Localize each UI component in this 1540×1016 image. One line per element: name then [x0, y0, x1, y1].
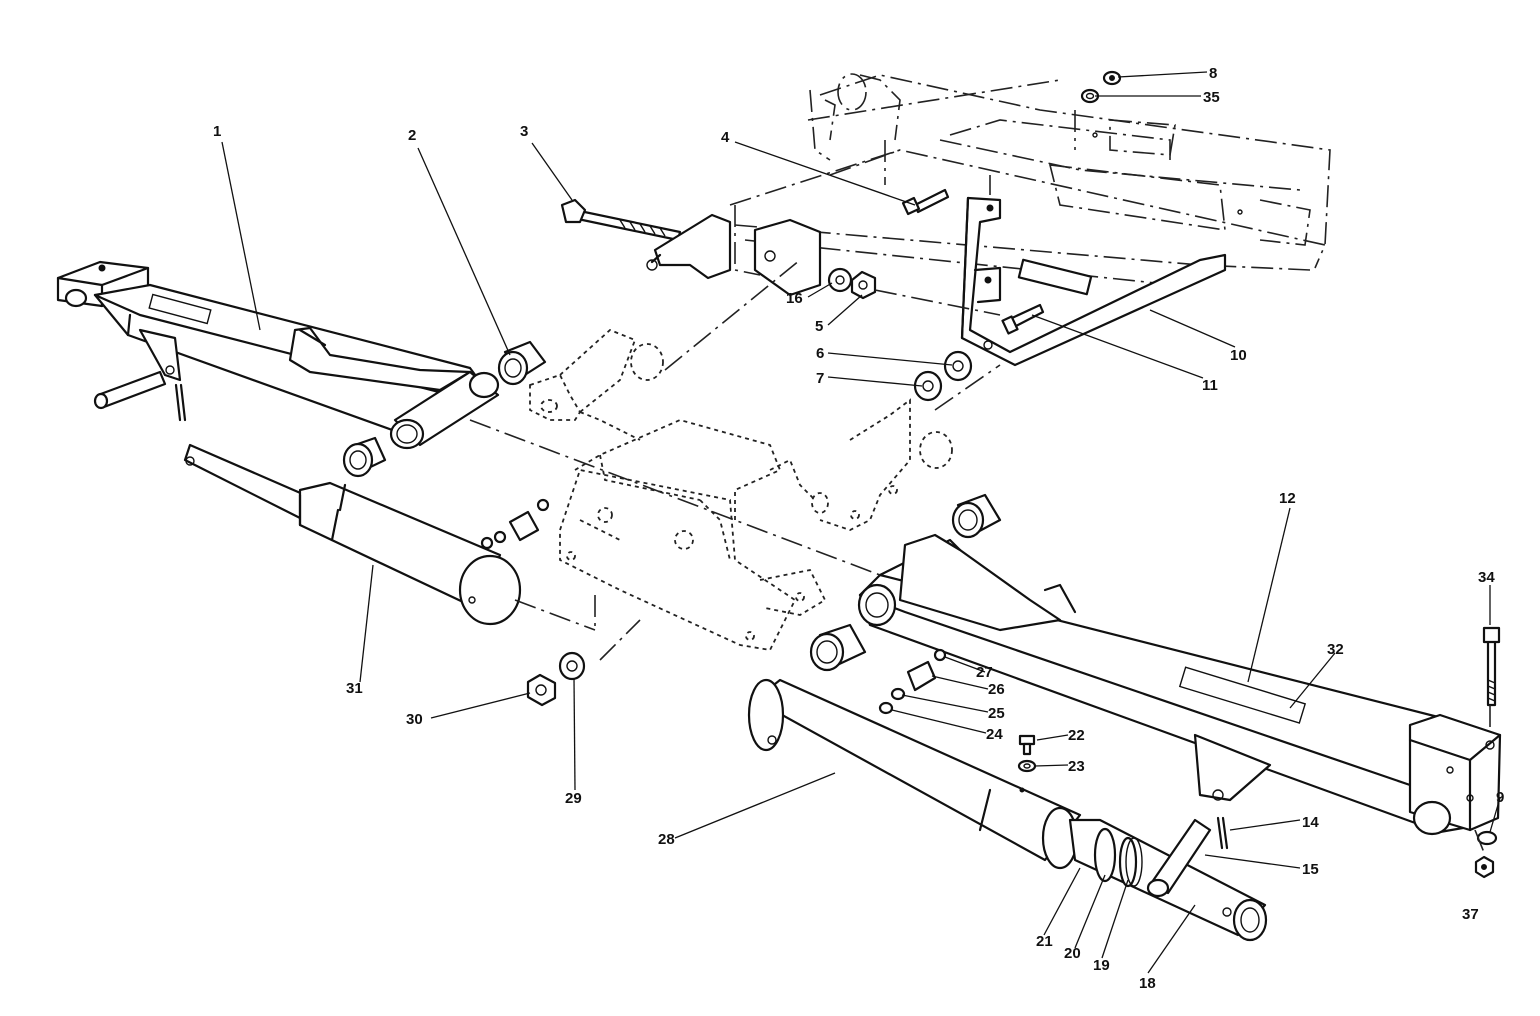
- callout-29: 29: [565, 790, 582, 807]
- callout-12: 12: [1279, 490, 1296, 507]
- callout-23: 23: [1068, 758, 1085, 775]
- callout-3: 3: [520, 123, 528, 140]
- washer-6: [943, 350, 973, 382]
- grease-fitting-right: [878, 648, 947, 715]
- washer-23: [1017, 759, 1037, 773]
- callout-27: 27: [976, 664, 993, 681]
- bushing-right-lower: [809, 623, 867, 672]
- screw-22: [1018, 734, 1036, 756]
- nut-8: [1102, 70, 1122, 86]
- callout-5: 5: [815, 318, 823, 335]
- callout-11: 11: [1202, 377, 1218, 394]
- callout-8: 8: [1209, 65, 1217, 82]
- callout-4: 4: [721, 129, 730, 146]
- callout-32: 32: [1327, 641, 1344, 658]
- callout-25: 25: [988, 705, 1005, 722]
- rear-arm-right: [857, 533, 1502, 836]
- callout-26: 26: [988, 681, 1005, 698]
- pin-left: [93, 370, 187, 422]
- leader-lines: [221, 71, 1501, 974]
- callout-30: 30: [406, 711, 423, 728]
- callout-24: 24: [986, 726, 1003, 743]
- callout-1: 1: [213, 123, 221, 140]
- callout-6: 6: [816, 345, 824, 362]
- pivot-bracket: [529, 328, 953, 651]
- bolt-11: [1001, 303, 1045, 335]
- bolt-34: [1482, 626, 1501, 707]
- cylinder-28: [747, 678, 1268, 942]
- callout-2: 2: [408, 127, 416, 144]
- callout-18: 18: [1139, 975, 1156, 992]
- callout-labels: 1 2 3 4 5 6 7 8 9 10 11 12 14 15 16 18 1…: [213, 65, 1504, 992]
- callout-9: 9: [1496, 789, 1504, 806]
- pin-right: [1146, 816, 1229, 898]
- nut-5: [850, 270, 877, 300]
- callout-28: 28: [658, 831, 675, 848]
- mount-bracket: [646, 213, 822, 297]
- washer-7: [913, 370, 943, 402]
- washer-16: [827, 267, 853, 293]
- callout-7: 7: [816, 370, 824, 387]
- nut-37: [1474, 855, 1495, 879]
- chassis-frame: [729, 73, 1331, 286]
- washer-29: [558, 651, 586, 681]
- bolt-3: [560, 198, 682, 242]
- grease-fitting-left: [480, 498, 550, 550]
- nut-30: [526, 673, 557, 707]
- bushing-2: [497, 340, 547, 386]
- callout-14: 14: [1302, 814, 1319, 831]
- cylinder-31: [183, 443, 522, 626]
- callout-35: 35: [1203, 89, 1220, 106]
- callout-19: 19: [1093, 957, 1110, 974]
- callout-31: 31: [346, 680, 363, 697]
- callout-21: 21: [1036, 933, 1053, 950]
- callout-16: 16: [786, 290, 803, 307]
- callout-15: 15: [1302, 861, 1319, 878]
- callout-10: 10: [1230, 347, 1247, 364]
- callout-20: 20: [1064, 945, 1081, 962]
- callout-37: 37: [1462, 906, 1479, 923]
- bracket-10: [960, 196, 1227, 367]
- alignment-lines: [469, 259, 1491, 856]
- rear-arm-left: [56, 260, 500, 450]
- bushing-right-upper: [951, 493, 1002, 539]
- callout-22: 22: [1068, 727, 1085, 744]
- callout-34: 34: [1478, 569, 1495, 586]
- bushing-left-lower: [342, 436, 387, 478]
- bolt-4: [901, 188, 950, 216]
